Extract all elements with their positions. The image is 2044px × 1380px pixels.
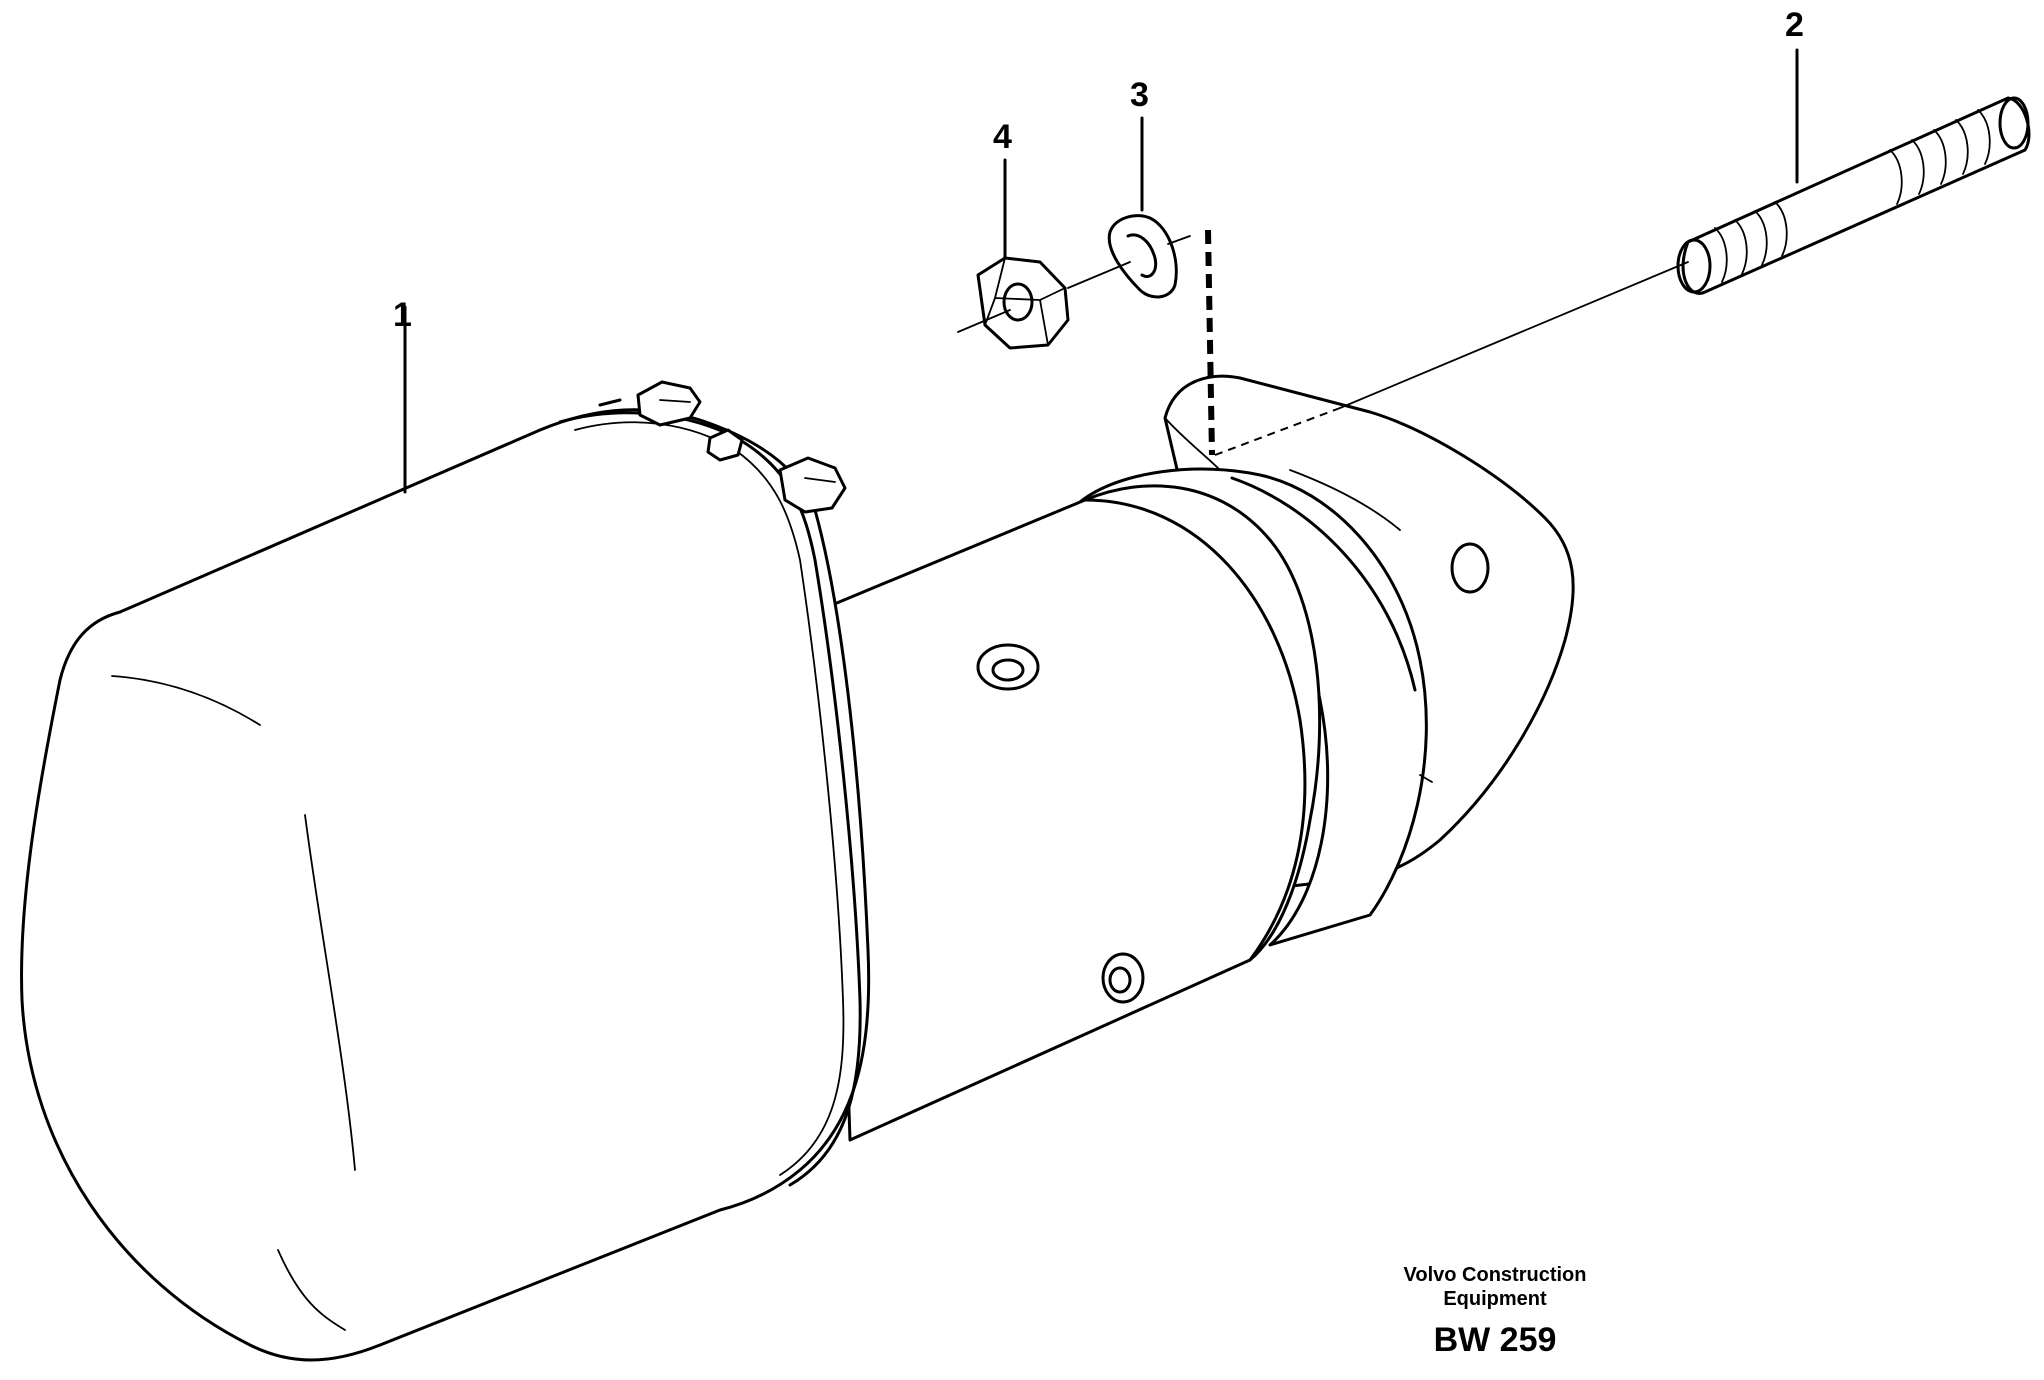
callout-4: 4 xyxy=(993,118,1012,156)
callout-3: 3 xyxy=(1130,76,1149,114)
stud-bolt xyxy=(1676,96,2031,295)
solenoid-cover xyxy=(20,408,871,1362)
dashed-axis-vertical xyxy=(1205,229,1215,456)
cable-lug xyxy=(1107,214,1178,299)
assembly-lines xyxy=(403,48,1799,494)
starter-motor xyxy=(20,374,1575,1362)
motor-housing xyxy=(830,484,1322,1142)
company-name-line1: Volvo Construction xyxy=(1403,1264,1587,1286)
housing-screw-upper xyxy=(976,643,1040,691)
company-name-line2: Equipment xyxy=(1443,1288,1547,1310)
callout-1: 1 xyxy=(393,296,412,334)
callout-2: 2 xyxy=(1785,6,1804,44)
hex-nut xyxy=(976,256,1070,350)
terminal-studs xyxy=(598,380,847,514)
drawing-code: BW 259 xyxy=(1433,1321,1557,1359)
flange-hole xyxy=(1450,542,1490,594)
housing-screw-lower xyxy=(1101,952,1145,1004)
